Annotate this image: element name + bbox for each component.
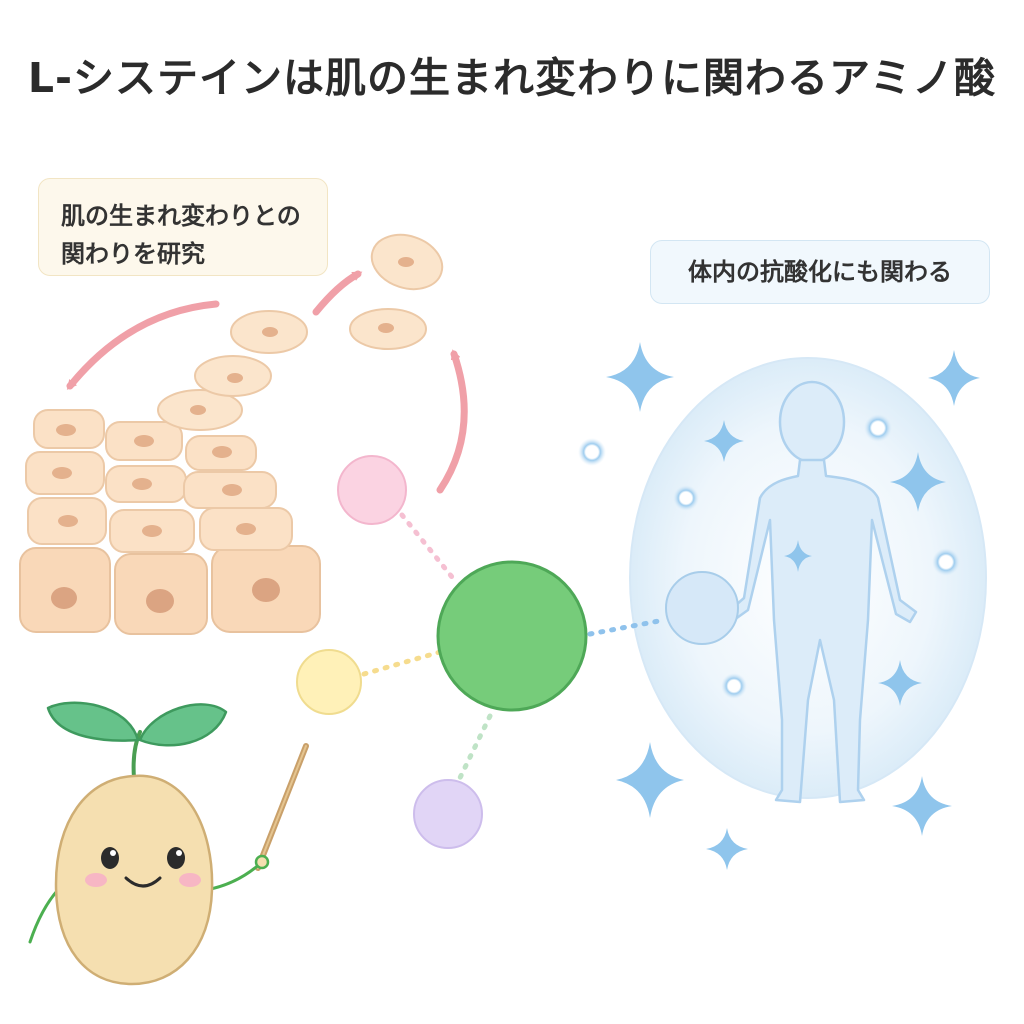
yellow-node [296, 649, 362, 715]
glow-dot [578, 438, 606, 466]
page-title: L-システインは肌の生まれ変わりに関わるアミノ酸 [27, 54, 997, 102]
mascot-mouth [124, 876, 162, 888]
bond-purple [453, 713, 493, 789]
sparkles [606, 342, 980, 870]
turnover-arrow-left [66, 300, 220, 390]
sparkle-icon [606, 342, 674, 412]
blue-node [665, 571, 739, 645]
sparkle-icon [928, 350, 980, 406]
skin-callout-line2: 関わりを研究 [61, 240, 205, 268]
glow-dot [932, 548, 960, 576]
skin-cell [25, 451, 105, 495]
purple-node [413, 779, 483, 849]
bond-blue [587, 617, 667, 637]
skin-cell [109, 509, 195, 553]
sprout-leaf-right [138, 703, 228, 747]
antioxidant-glows [578, 414, 960, 699]
skin-cell [27, 497, 107, 545]
bond-pink [399, 512, 455, 580]
mascot-body [54, 774, 214, 986]
sparkle-icon [784, 540, 812, 572]
shedding-cell [349, 308, 427, 350]
mascot-eye-left [101, 847, 119, 869]
shedding-cell [194, 355, 272, 397]
mascot-cheek-left [85, 873, 107, 887]
sparkle-icon [892, 776, 952, 836]
mascot-arm-right [204, 860, 264, 892]
basal-cell [114, 553, 208, 635]
bond-yellow [361, 649, 443, 677]
shedding-cell [230, 310, 308, 354]
skin-cell [199, 507, 293, 551]
human-body-silhouette [726, 380, 918, 804]
skin-cell [33, 409, 105, 449]
sparkle-icon [706, 828, 748, 870]
skin-renewal-callout: 肌の生まれ変わりとの 関わりを研究 [38, 178, 328, 276]
skin-cell [183, 471, 277, 509]
sparkle-icon [878, 660, 922, 706]
pink-node [337, 455, 407, 525]
molecule-network [296, 455, 739, 849]
turnover-arrow-right [436, 349, 468, 494]
glow-dot [721, 673, 747, 699]
glow-dot [673, 485, 699, 511]
renewal-arrows [66, 270, 468, 494]
skin-callout-line1: 肌の生まれ変わりとの [61, 202, 301, 230]
basal-cell [211, 545, 321, 633]
skin-cell [105, 465, 187, 503]
sparkle-icon [616, 742, 684, 818]
turnover-arrow-top [312, 270, 363, 316]
shedding-cell [370, 233, 444, 291]
antioxidant-callout: 体内の抗酸化にも関わる [650, 240, 990, 304]
center-molecule [436, 560, 588, 712]
sparkle-icon [704, 420, 744, 462]
mascot-cheek-right [179, 873, 201, 887]
skin-cell [185, 435, 257, 471]
shedding-cell [157, 389, 243, 431]
skin-layers [19, 233, 444, 635]
basal-cell [19, 547, 111, 633]
glow-dot [864, 414, 892, 442]
sprout-leaf-left [46, 701, 140, 742]
seed-mascot [28, 701, 309, 986]
sparkle-icon [890, 452, 946, 512]
skin-cell [105, 421, 183, 461]
mascot-eye-right [167, 847, 185, 869]
